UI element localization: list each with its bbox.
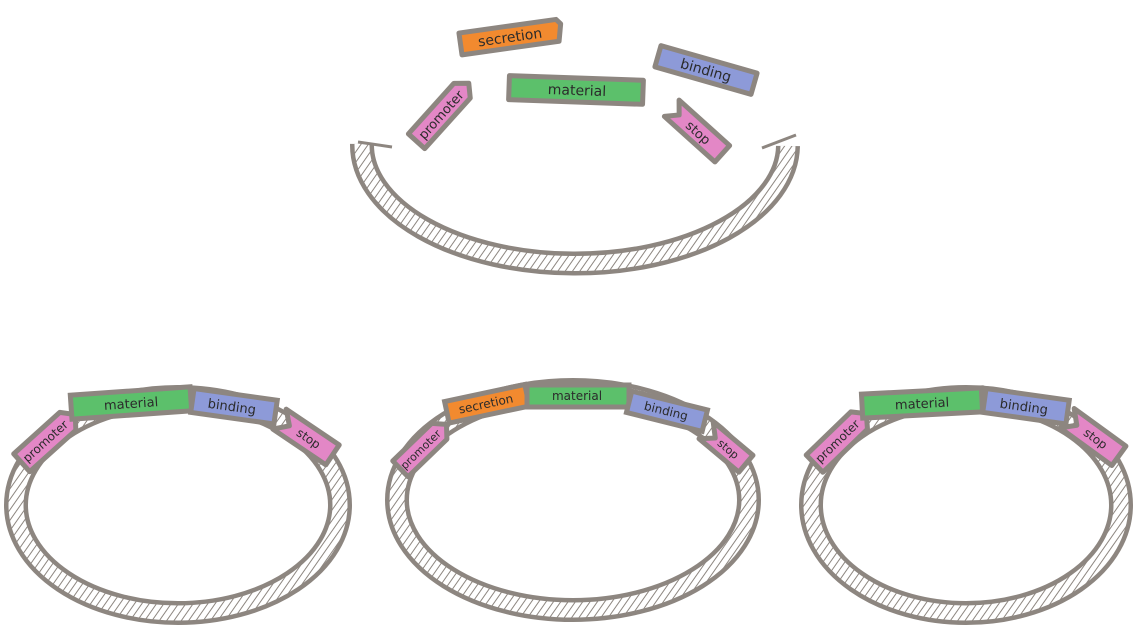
- part-promoter: promoter: [390, 420, 450, 480]
- part-material: material: [524, 382, 632, 410]
- part-label-material: material: [895, 396, 950, 414]
- plasmid-left: promoter material binding stop: [4, 384, 352, 625]
- part-material: material: [67, 384, 195, 422]
- plasmid-right: promoter material binding stop: [799, 385, 1133, 625]
- top-assembly: secretion binding material promoter stop: [349, 16, 800, 276]
- part-label-material: material: [552, 389, 602, 403]
- part-material: material: [858, 385, 986, 421]
- backbone-end-left: [357, 140, 393, 149]
- part-promoter: promoter: [803, 409, 870, 475]
- part-label-binding: binding: [999, 397, 1049, 419]
- part-stop-loose: stop: [661, 97, 733, 165]
- plasmid-center: promoter secretion material binding stop: [385, 378, 761, 622]
- backbone-end-right: [761, 133, 797, 150]
- part-promoter-loose: promoter: [405, 80, 473, 152]
- part-secretion: secretion: [441, 381, 533, 427]
- part-stop: stop: [1057, 405, 1129, 469]
- part-stop: stop: [270, 406, 342, 468]
- part-label-material: material: [547, 82, 606, 100]
- open-backbone: [349, 143, 800, 276]
- part-binding: binding: [979, 385, 1073, 427]
- part-label-binding: binding: [207, 397, 257, 419]
- part-stop: stop: [696, 419, 756, 475]
- part-binding-loose: binding: [652, 43, 760, 97]
- part-binding: binding: [623, 388, 711, 435]
- open-backbone-hatch: [354, 143, 796, 272]
- part-binding: binding: [187, 385, 281, 427]
- part-secretion-loose: secretion: [456, 16, 564, 58]
- part-material-loose: material: [506, 73, 646, 107]
- part-label-material: material: [104, 395, 159, 414]
